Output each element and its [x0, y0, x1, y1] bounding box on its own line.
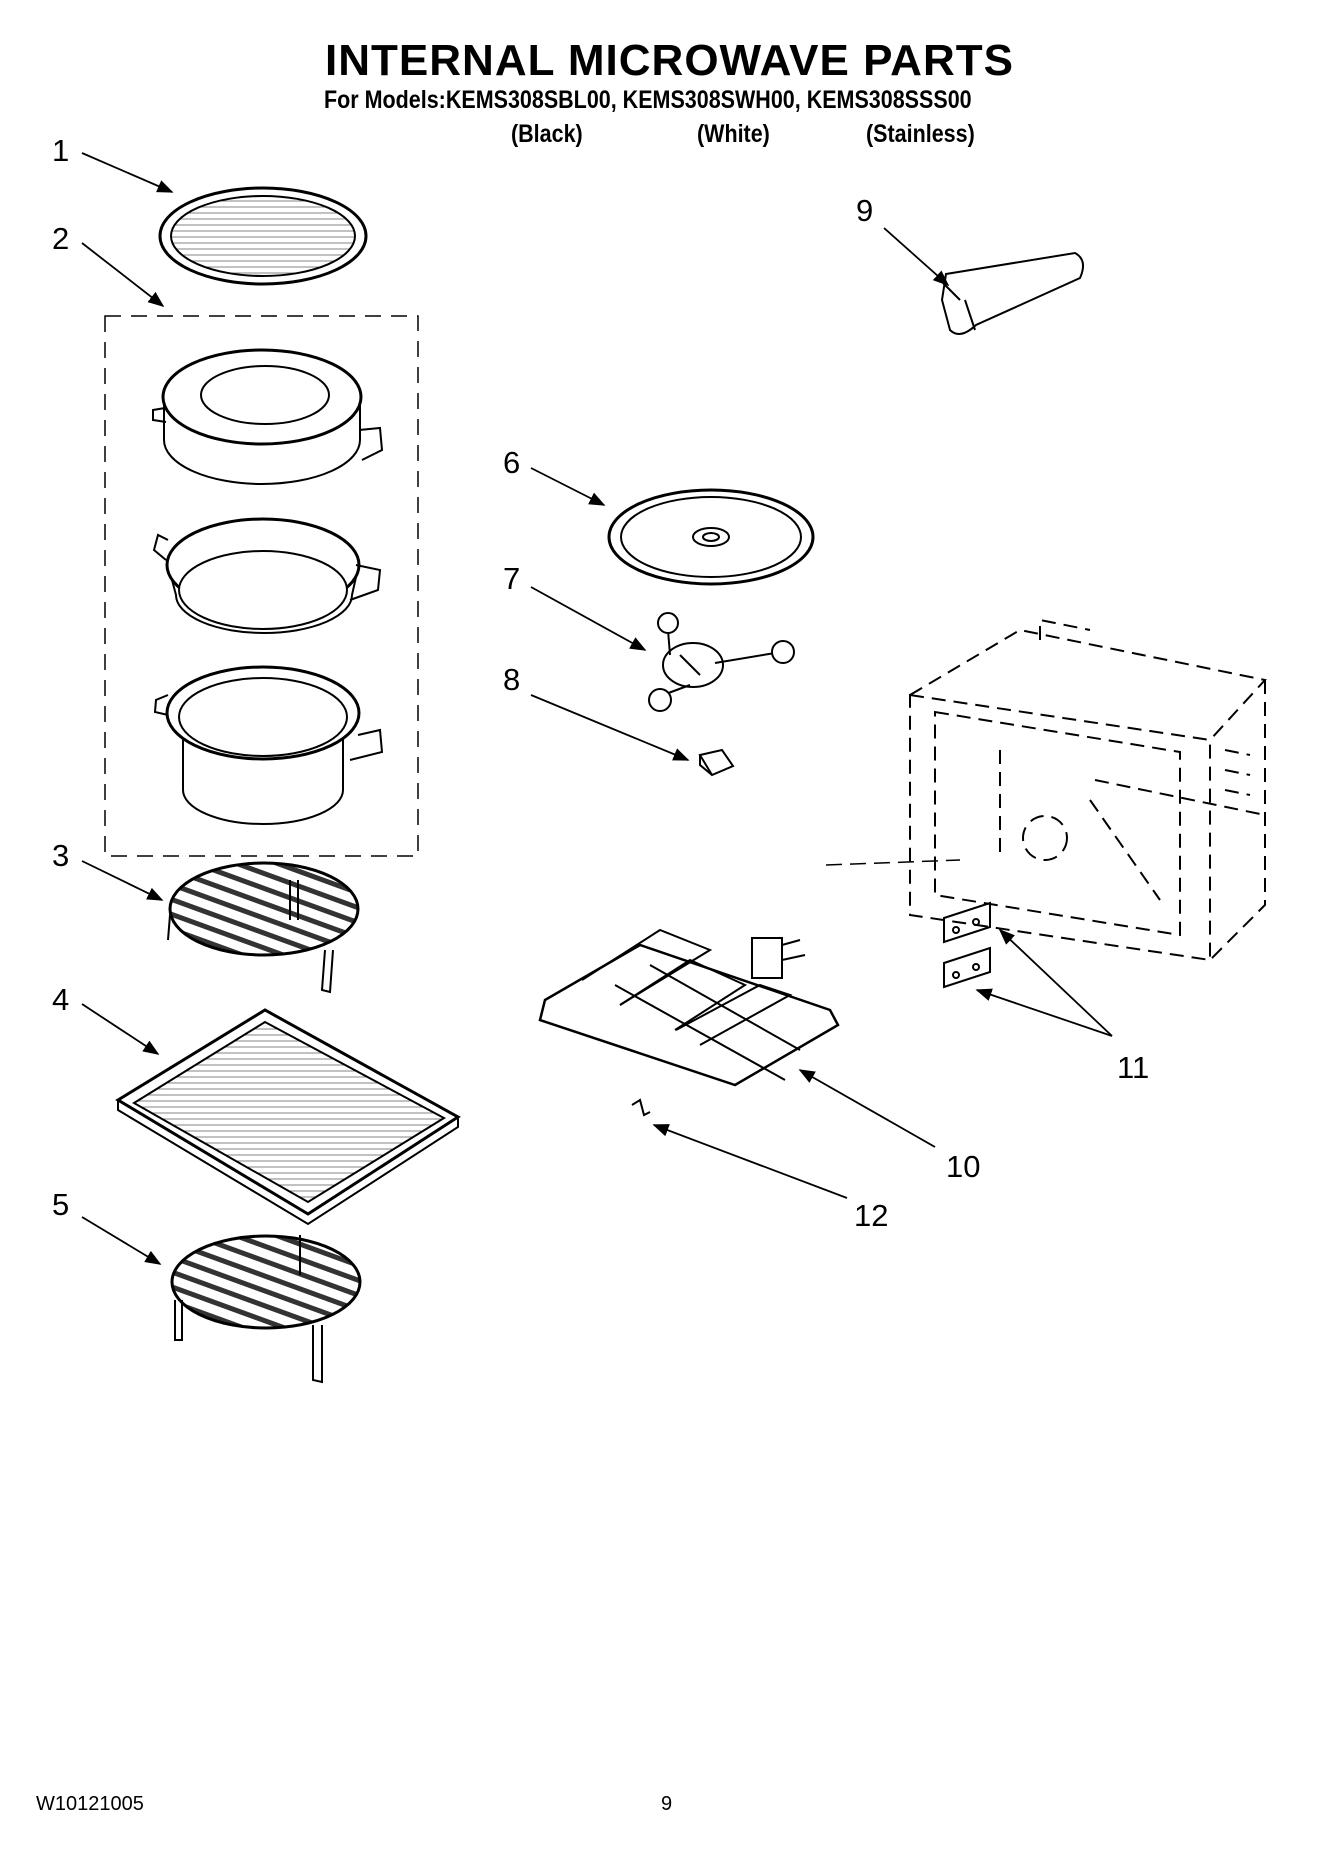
- leader-3: [81, 860, 164, 901]
- callout-5: 5: [52, 1187, 70, 1222]
- page-number: 9: [661, 1793, 673, 1815]
- leader-8: [530, 694, 690, 761]
- leader-10: [798, 1069, 936, 1148]
- leader-4: [81, 1003, 160, 1055]
- leader-7: [530, 586, 647, 651]
- variant-stainless-label: (Stainless): [866, 120, 975, 148]
- leader-9: [883, 227, 950, 287]
- callout-8: 8: [503, 662, 521, 697]
- part-2-steamer-basket: [152, 517, 382, 634]
- part-4-baking-tray: [115, 1008, 461, 1226]
- microwave-cavity-reference: [909, 618, 1267, 962]
- page-title: INTERNAL MICROWAVE PARTS: [325, 36, 1014, 85]
- callout-10: 10: [946, 1149, 981, 1184]
- part-3-low-rack: [167, 861, 360, 994]
- part-11-brackets: [943, 901, 991, 989]
- part-5-high-rack: [170, 1234, 362, 1384]
- part-12-screw: [631, 1098, 651, 1117]
- callout-2: 2: [52, 221, 70, 256]
- part-2-steamer-cover: [152, 348, 384, 485]
- callout-7: 7: [503, 561, 521, 596]
- part-6-turntable-tray: [607, 488, 815, 586]
- part-8-coupler: [698, 748, 735, 777]
- callout-12: 12: [854, 1198, 889, 1233]
- callout-9: 9: [856, 193, 874, 228]
- leader-11b: [975, 988, 1113, 1037]
- callout-6: 6: [503, 445, 521, 480]
- variant-white-label: (White): [697, 120, 770, 148]
- heater-mount-guide: [825, 859, 961, 866]
- callout-3: 3: [52, 838, 70, 873]
- leader-6: [530, 467, 606, 506]
- part-7-roller-support: [648, 612, 795, 712]
- part-9-handle: [940, 251, 1085, 335]
- variant-black-label: (Black): [511, 120, 583, 148]
- part-10-heater-element: [538, 928, 840, 1087]
- leader-11a: [998, 928, 1113, 1037]
- part-1-steamer-lid: [158, 186, 368, 286]
- leader-5: [81, 1216, 162, 1265]
- callout-4: 4: [52, 982, 70, 1017]
- part-2-group-box: [104, 315, 419, 857]
- models-subtitle: For Models:KEMS308SBL00, KEMS308SWH00, K…: [324, 86, 972, 114]
- leader-2: [81, 242, 165, 307]
- document-code: W10121005: [36, 1793, 144, 1815]
- part-2-steamer-pot: [153, 665, 384, 825]
- leader-12: [652, 1124, 848, 1199]
- callout-11: 11: [1117, 1050, 1150, 1085]
- callout-1: 1: [52, 133, 70, 168]
- leader-1: [81, 152, 174, 193]
